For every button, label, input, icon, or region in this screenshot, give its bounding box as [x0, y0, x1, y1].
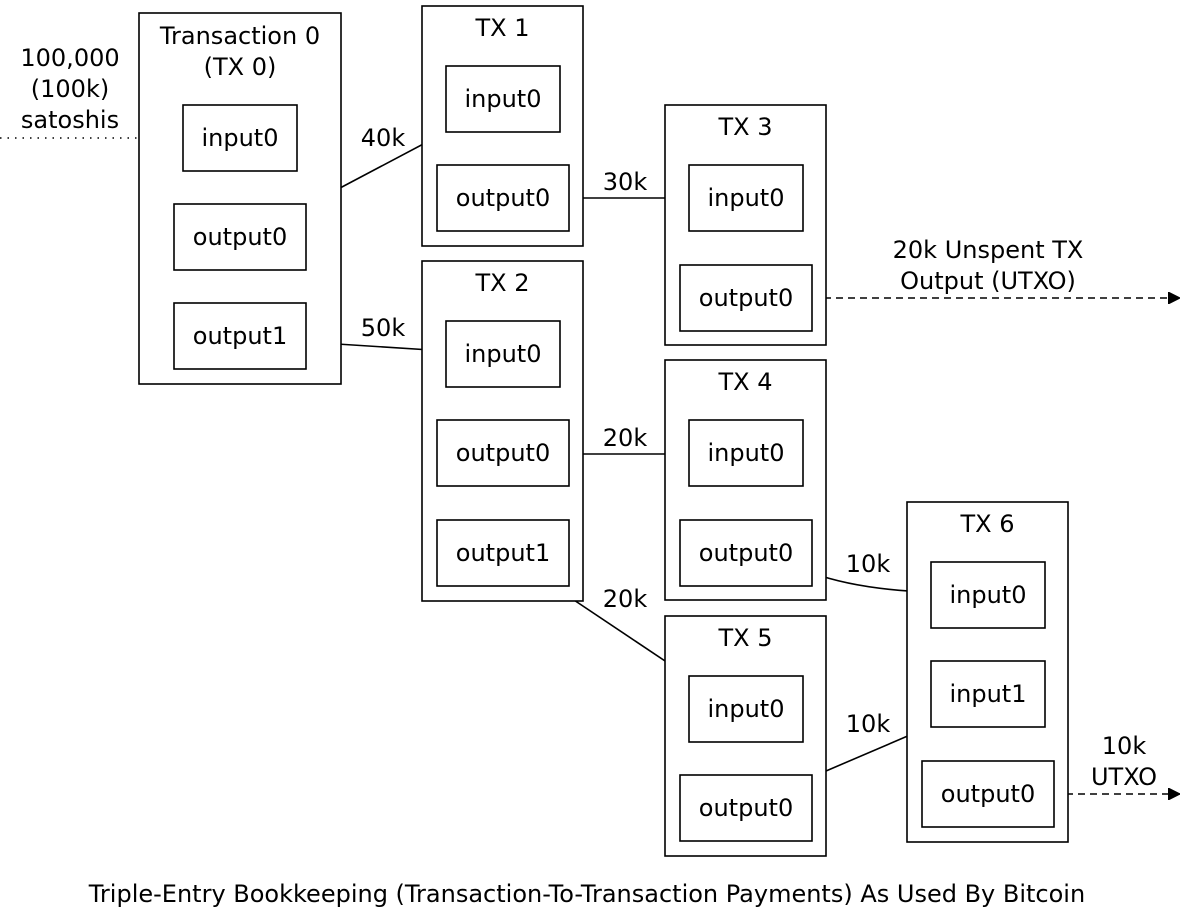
- tx2-output0-label: output0: [456, 439, 550, 467]
- diagram-caption: Triple-Entry Bookkeeping (Transaction-To…: [88, 880, 1085, 908]
- transaction-tx0: Transaction 0 (TX 0) input0 output0 output1: [138, 12, 342, 385]
- tx1-input0-port-box: [445, 65, 561, 133]
- tx0-output1-label: output1: [193, 322, 287, 350]
- transaction-tx5: TX 5 input0 output0: [664, 615, 827, 857]
- tx3-input0-port-box: [688, 164, 804, 232]
- tx6-input0-port: input0: [930, 561, 1046, 629]
- tx1-output0-label: output0: [456, 184, 550, 212]
- tx0-input0-port: input0: [182, 104, 298, 172]
- tx3-output0-port: output0: [679, 264, 813, 332]
- tx3-input0-port: input0: [688, 164, 804, 232]
- tx4-input0-port: input0: [688, 419, 804, 487]
- edge-label-tx2-to-tx4: 20k: [603, 424, 648, 452]
- tx3-output0-port-box: [679, 264, 813, 332]
- transaction-tx2: TX 2 input0 output0 output1: [421, 260, 584, 602]
- tx4-output0-label: output0: [699, 539, 793, 567]
- tx6-input1-label: input1: [949, 680, 1026, 708]
- transaction-tx4: TX 4 input0 output0: [664, 359, 827, 601]
- edge-label-tx4-to-tx6: 10k: [846, 550, 891, 578]
- tx0-output1-port-box: [173, 302, 307, 370]
- tx6-output0-label: output0: [941, 780, 1035, 808]
- tx1-title: TX 1: [475, 14, 530, 42]
- transaction-tx1: TX 1 input0 output0: [421, 5, 584, 247]
- tx4-input0-port-box: [688, 419, 804, 487]
- tx1-output0-port-box: [436, 164, 570, 232]
- tx1-output0-port: output0: [436, 164, 570, 232]
- tx1-input0-label: input0: [464, 85, 541, 113]
- tx2-output0-port: output0: [436, 419, 570, 487]
- edge-label-tx2-to-tx5: 20k: [603, 585, 648, 613]
- tx5-output0-label: output0: [699, 794, 793, 822]
- tx5-input0-port: input0: [688, 675, 804, 743]
- tx2-input0-label: input0: [464, 340, 541, 368]
- tx0-output0-port: output0: [173, 203, 307, 271]
- tx0-output0-port-box: [173, 203, 307, 271]
- tx4-output0-port-box: [679, 519, 813, 587]
- tx0-title: Transaction 0: [159, 22, 320, 50]
- tx0-input0-port-box: [182, 104, 298, 172]
- tx4-title: TX 4: [718, 368, 773, 396]
- tx5-input0-port-box: [688, 675, 804, 743]
- tx6-input0-port-box: [930, 561, 1046, 629]
- edge-label-tx3-utxo: Output (UTXO): [900, 267, 1076, 295]
- edge-label-tx6-utxo: UTXO: [1091, 763, 1157, 791]
- tx4-output0-port: output0: [679, 519, 813, 587]
- source-amount-label: (100k): [31, 75, 109, 103]
- tx1-input0-port: input0: [445, 65, 561, 133]
- source-amount-label: satoshis: [21, 106, 119, 134]
- labels-layer: 40k 50k 30k 20k 20k 10k 10k 20k Unspent TX Outpu…: [20, 44, 1157, 791]
- tx3-output0-label: output0: [699, 284, 793, 312]
- transaction-tx6: TX 6 input0 input1 output0: [906, 501, 1069, 843]
- tx6-output0-port-box: [921, 760, 1055, 828]
- tx3-title: TX 3: [718, 113, 773, 141]
- tx4-input0-label: input0: [707, 439, 784, 467]
- tx0-output0-label: output0: [193, 223, 287, 251]
- tx2-input0-port: input0: [445, 320, 561, 388]
- tx6-input0-label: input0: [949, 581, 1026, 609]
- tx0-input0-label: input0: [201, 124, 278, 152]
- tx2-output1-label: output1: [456, 539, 550, 567]
- tx2-output1-port: output1: [436, 519, 570, 587]
- edge-label-tx1-to-tx3: 30k: [603, 168, 648, 196]
- tx5-output0-port: output0: [679, 774, 813, 842]
- edge-label-tx3-utxo: 20k Unspent TX: [893, 236, 1084, 264]
- tx0-title: (TX 0): [204, 53, 277, 81]
- edge-label-tx6-utxo: 10k: [1102, 732, 1147, 760]
- tx6-input1-port-box: [930, 660, 1046, 728]
- nodes-layer: Transaction 0(TX 0)input0output0output1T…: [138, 5, 1069, 857]
- tx2-input0-port-box: [445, 320, 561, 388]
- transaction-tx3: TX 3 input0 output0: [664, 104, 827, 346]
- tx6-input1-port: input1: [930, 660, 1046, 728]
- tx5-input0-label: input0: [707, 695, 784, 723]
- tx0-output1-port: output1: [173, 302, 307, 370]
- tx6-output0-port: output0: [921, 760, 1055, 828]
- tx3-input0-label: input0: [707, 184, 784, 212]
- source-amount-label: 100,000: [20, 44, 119, 72]
- edge-label-tx0-to-tx2: 50k: [361, 314, 406, 342]
- tx2-output0-port-box: [436, 419, 570, 487]
- edge-label-tx5-to-tx6: 10k: [846, 710, 891, 738]
- edge-label-tx0-to-tx1: 40k: [361, 124, 406, 152]
- tx2-output1-port-box: [436, 519, 570, 587]
- tx2-title: TX 2: [475, 269, 530, 297]
- tx5-output0-port-box: [679, 774, 813, 842]
- tx5-title: TX 5: [718, 624, 773, 652]
- tx6-title: TX 6: [960, 510, 1015, 538]
